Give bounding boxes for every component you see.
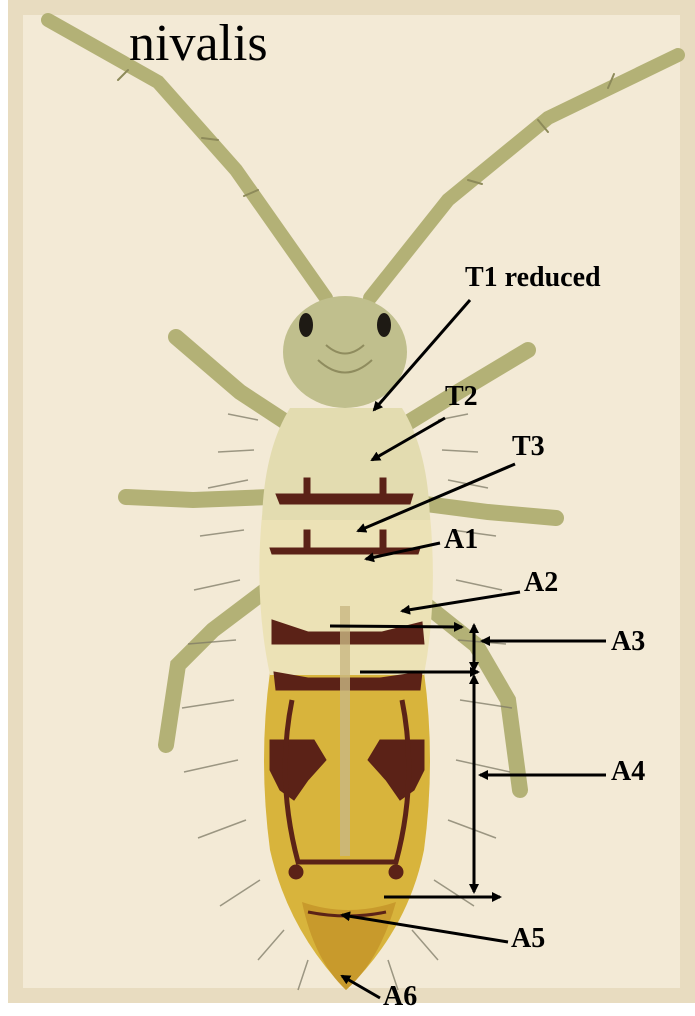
label-a5: A5 [511,925,545,953]
label-a4: A4 [611,758,645,786]
a2-arrow [402,592,520,611]
a6-arrow [342,976,380,998]
label-a3: A3 [611,628,645,656]
a5-arrow [342,915,508,942]
a1-arrow [366,543,440,559]
label-a1: A1 [444,526,478,554]
label-t3: T3 [512,433,545,461]
label-a6: A6 [383,983,417,1011]
a3-left-segment-arrow [330,626,462,627]
t2-arrow [372,418,445,460]
label-t1: T1 reduced [465,264,601,292]
species-title: nivalis [129,18,268,70]
label-t2: T2 [445,383,478,411]
t3-arrow [358,464,515,531]
label-a2: A2 [524,569,558,597]
